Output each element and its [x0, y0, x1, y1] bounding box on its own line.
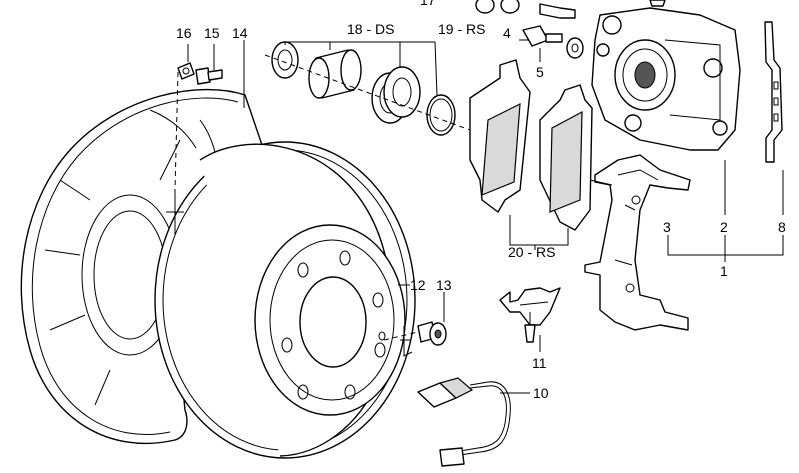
brake-caliper — [591, 0, 741, 151]
callout-label: 1 — [720, 263, 728, 279]
shield-washer — [177, 62, 195, 80]
disc-screw — [417, 321, 447, 346]
callout-label: 16 — [176, 25, 192, 41]
piston-repair-kit — [271, 41, 456, 136]
callout-label: 13 — [436, 277, 452, 293]
callout-label: 2 — [720, 219, 728, 235]
callout-label: 19 - RS — [438, 21, 485, 37]
callout-label: 4 — [503, 25, 511, 41]
callout-label: 3 — [663, 219, 671, 235]
callout-label: 18 - DS — [347, 21, 394, 37]
pad-retaining-spring — [764, 21, 783, 163]
callout-label: 17 — [420, 0, 436, 8]
callout-label: 5 — [536, 64, 544, 80]
washer — [566, 37, 584, 59]
callout-label: 14 — [232, 25, 248, 41]
shield-bolt — [195, 67, 223, 85]
caliper-carrier — [584, 154, 691, 331]
callout-label: 15 — [204, 25, 220, 41]
callout-label: 10 — [533, 385, 549, 401]
callout-label: 8 — [778, 219, 786, 235]
carrier-bolt — [522, 25, 563, 47]
callout-label: 20 - RS — [508, 244, 555, 260]
callout-label: 12 — [410, 277, 426, 293]
brake-disc — [154, 141, 416, 459]
guide-bushing-kit — [475, 0, 520, 14]
guide-bolt — [539, 3, 576, 19]
pad-wear-sensor — [417, 377, 511, 467]
sensor-clip — [499, 287, 561, 343]
callout-label: 11 — [532, 355, 547, 371]
brake-pad-set — [469, 59, 593, 231]
